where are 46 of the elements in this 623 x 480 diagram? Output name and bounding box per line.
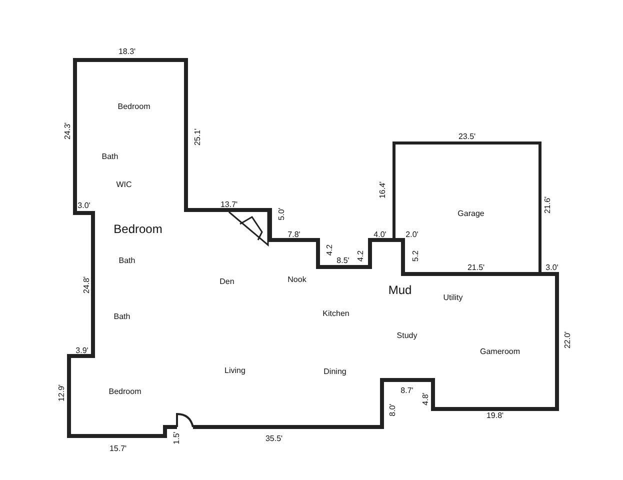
dimension-label: 4.0': [374, 231, 386, 239]
dimension-label: 8.7': [400, 387, 414, 395]
dimension-label: 21.5': [467, 264, 485, 272]
dimension-label: 18.3': [118, 48, 136, 56]
dimension-label: 8.0': [389, 404, 397, 416]
room-label: Study: [396, 332, 418, 340]
room-label: Bedroom: [108, 388, 142, 396]
dimension-label: 35.5': [265, 435, 283, 443]
dimension-label: 5.2: [412, 250, 420, 262]
dimension-label: 24.8': [83, 276, 91, 294]
room-label: Gameroom: [480, 348, 520, 356]
dimension-label: 3.9': [76, 347, 88, 355]
room-label: Bath: [118, 257, 136, 265]
dimension-label: 4.2: [326, 244, 334, 256]
room-label: Kitchen: [322, 310, 350, 318]
dimension-label: 25.1': [194, 128, 202, 146]
room-label: Bath: [114, 313, 130, 321]
dimension-label: 5.0': [278, 208, 286, 220]
dimension-label: 13.7': [220, 201, 238, 209]
dimension-label: 3.0': [78, 202, 90, 210]
dimension-label: 15.7': [109, 445, 127, 453]
dimension-label: 21.6': [544, 196, 552, 214]
dimension-label: 4.2: [357, 250, 365, 262]
dimension-label: 2.0': [406, 231, 418, 239]
dimension-label: 3.0': [546, 264, 558, 272]
dimension-label: 24.3': [64, 122, 72, 140]
dimension-label: 19.8': [486, 412, 504, 420]
room-label: Living: [224, 367, 246, 375]
room-label: Bedroom: [114, 223, 162, 235]
room-label: Bedroom: [118, 103, 150, 111]
room-label: Dining: [324, 368, 346, 376]
dimension-label: 12.9': [58, 384, 66, 402]
room-label: Mud: [388, 284, 412, 296]
dimension-label: 8.5': [336, 257, 350, 265]
room-label: Utility: [443, 294, 463, 302]
room-label: Den: [220, 278, 234, 286]
dimension-label: 22.0': [564, 331, 572, 349]
dimension-label: 7.8': [288, 231, 300, 239]
room-label: Nook: [288, 276, 306, 284]
dimension-label: 16.4': [379, 181, 387, 199]
dimension-label: 23.5': [458, 133, 476, 141]
room-label: Garage: [458, 210, 484, 218]
dimension-label: 1.5': [173, 432, 181, 444]
room-label: WIC: [116, 181, 132, 189]
room-label: Bath: [102, 153, 118, 161]
dimension-label: 4.8': [422, 392, 430, 406]
